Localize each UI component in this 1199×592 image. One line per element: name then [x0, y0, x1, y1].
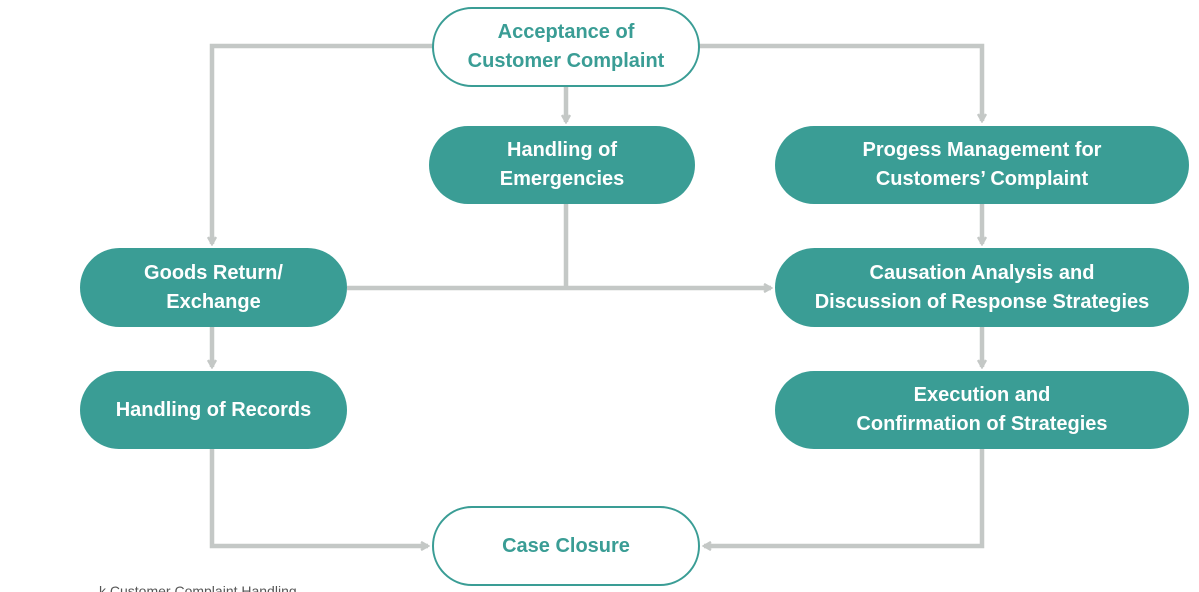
node-handling-of-emergencies: Handling of Emergencies	[429, 126, 695, 204]
node-acceptance-of-customer-complaint: Acceptance of Customer Complaint	[432, 7, 700, 87]
connector-acceptance-to-goods-return	[212, 43, 434, 244]
node-progress-management: Progess Management for Customers’ Compla…	[775, 126, 1189, 204]
node-goods-return-exchange: Goods Return/ Exchange	[80, 248, 347, 327]
node-handling-of-records: Handling of Records	[80, 371, 347, 449]
node-causation-analysis: Causation Analysis and Discussion of Res…	[775, 248, 1189, 327]
connector-records-to-closure	[209, 449, 428, 546]
figure-caption: …k Customer Complaint Handling	[85, 583, 297, 592]
node-case-closure: Case Closure	[432, 506, 700, 586]
connector-execution-to-closure	[704, 449, 985, 546]
node-execution-and-confirmation: Execution and Confirmation of Strategies	[775, 371, 1189, 449]
connector-acceptance-to-progress	[698, 43, 982, 121]
